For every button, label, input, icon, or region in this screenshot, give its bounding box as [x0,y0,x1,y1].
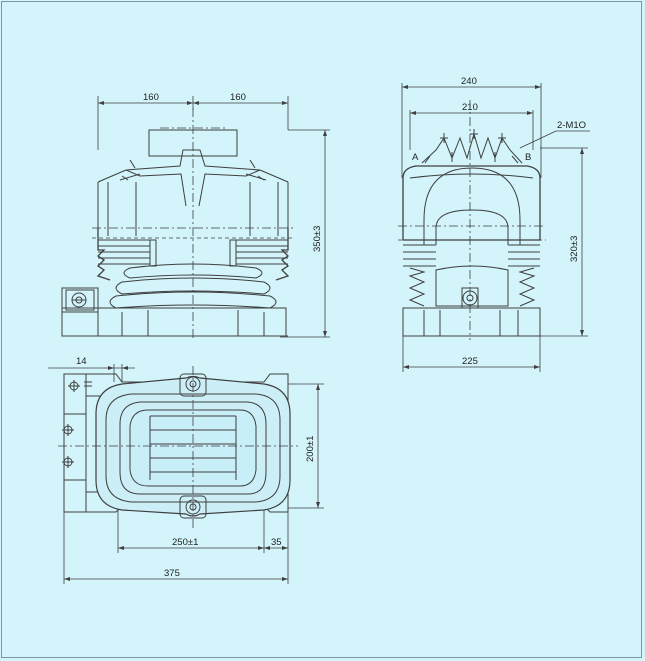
side-height-label: 320±3 [569,236,580,262]
front-height-label: 350±3 [312,226,323,252]
plan-hole-offset-label: 14 [76,356,87,367]
side-view: 240 210 2-M1O A B [398,76,590,372]
plan-edge-label: 35 [271,537,282,548]
front-view: 160 160 350±3 [61,92,330,340]
front-width-left-label: 160 [143,92,159,103]
plan-view: 14 [48,356,324,584]
front-width-right-label: 160 [230,92,246,103]
plan-mount-width-label: 250±1 [172,537,198,548]
side-bolt-label: 2-M1O [557,120,586,131]
terminal-a-label: A [412,152,419,163]
side-sheds [403,244,540,307]
plan-height-label: 200±1 [305,436,316,462]
plan-mount-holes [62,380,92,468]
terminal-b-label: B [525,152,531,163]
plan-overall-width-label: 375 [164,568,180,579]
side-top-width-label: 240 [461,76,477,87]
side-base-width-label: 225 [462,356,478,367]
